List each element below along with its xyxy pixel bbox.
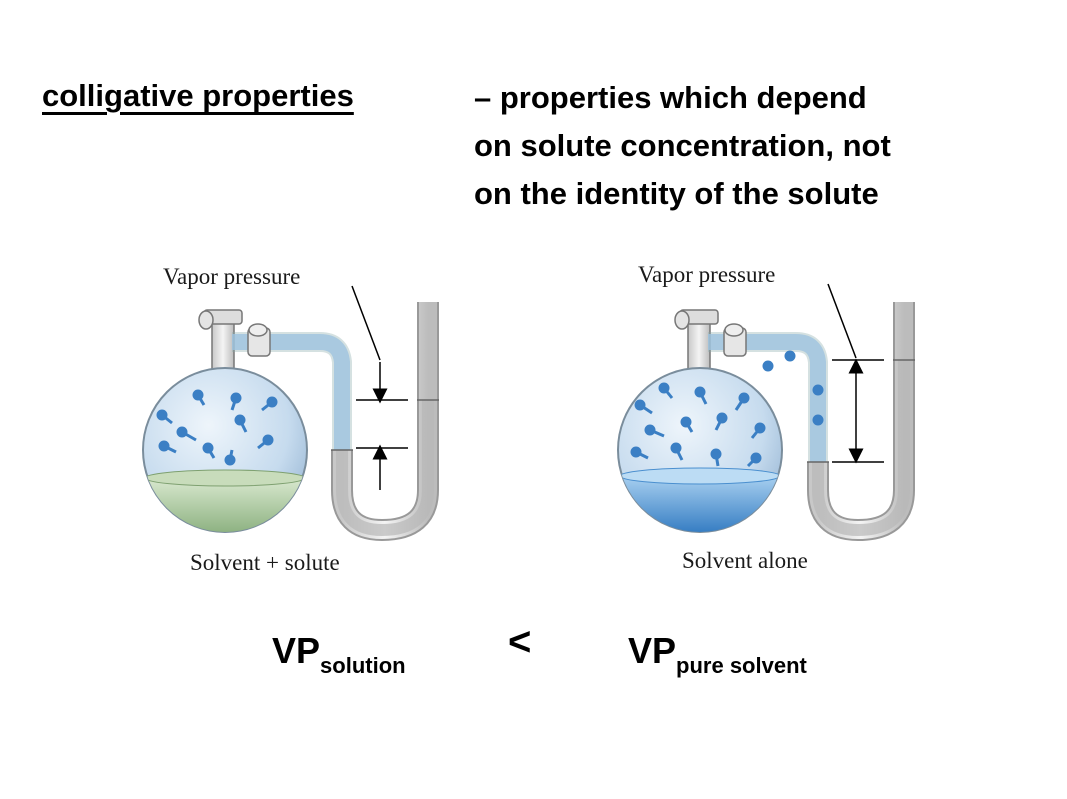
left-vapor-molecules (156, 389, 278, 466)
right-label-leader (827, 283, 857, 359)
vp-solution: VPsolution (272, 630, 406, 678)
right-apparatus (617, 283, 915, 542)
term-colligative-properties: colligative properties (42, 78, 354, 113)
right-vapor-pressure-label: Vapor pressure (638, 262, 776, 287)
right-manometer-fluid (812, 360, 910, 537)
vp-pure-solvent: VPpure solvent (628, 630, 807, 678)
left-label-leader (351, 285, 381, 361)
left-apparatus (142, 285, 439, 542)
right-vapor-molecules (630, 350, 824, 468)
right-manometer (809, 302, 913, 540)
right-stopcock-handle (674, 310, 690, 330)
right-side-tube (708, 334, 826, 462)
definition-line-2: on solute concentration, not (474, 128, 891, 163)
less-than-symbol: < (508, 620, 532, 664)
right-solvent-liquid (618, 476, 782, 532)
left-solvent-solute-label: Solvent + solute (190, 550, 340, 575)
definition-line-1: – properties which depend (474, 80, 867, 115)
left-manometer (333, 302, 437, 540)
left-vapor-pressure-label: Vapor pressure (163, 264, 301, 289)
left-side-tube (232, 334, 350, 450)
definition-line-3: on the identity of the solute (474, 176, 879, 211)
left-stopcock-handle (198, 310, 214, 330)
left-manometer-fluid (336, 400, 434, 537)
right-solvent-alone-label: Solvent alone (682, 548, 808, 573)
left-solution-liquid (143, 478, 307, 532)
